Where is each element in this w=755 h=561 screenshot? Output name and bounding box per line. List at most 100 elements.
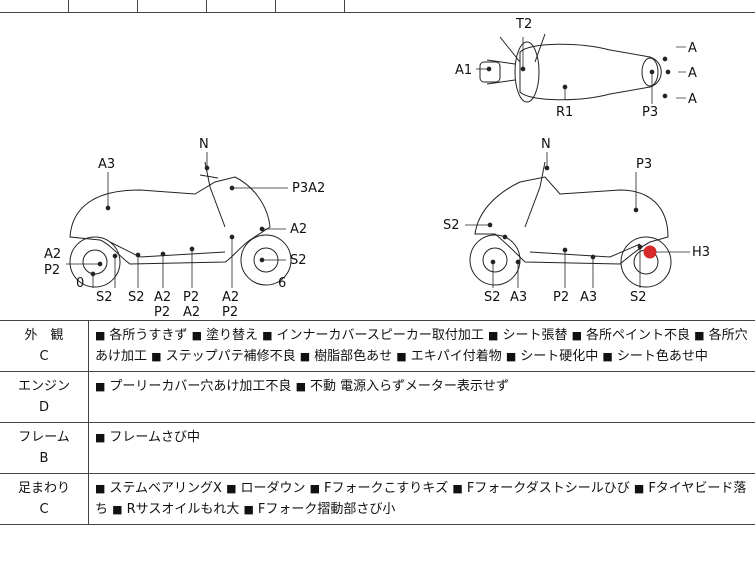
label-a-1: A bbox=[688, 41, 697, 56]
item-text: フレームさび中 bbox=[109, 430, 201, 445]
item-text: Fフォークダストシールひび bbox=[466, 481, 630, 496]
label-b-s2-2: S2 bbox=[128, 290, 145, 305]
item-entry: ■エキパイ付着物 bbox=[396, 349, 501, 364]
damage-diagram: T2 A1 R1 P3 A A A N A3 P3A2 A2 A2 P2 S2 … bbox=[0, 12, 755, 321]
section-name: 外 観 bbox=[24, 328, 64, 343]
item-entry: ■ 各所ペイント不良 bbox=[572, 328, 690, 343]
label-h3: H3 bbox=[692, 245, 710, 260]
bullet-icon: ■ bbox=[95, 431, 106, 444]
item-entry: ■塗り替え bbox=[192, 328, 258, 343]
label-r-p2: P2 bbox=[553, 290, 569, 305]
section-name: フレーム bbox=[18, 430, 70, 445]
section-items: ■ステムベアリングX ■ローダウン ■Fフォークこすりキズ ■Fフォークダストシ… bbox=[88, 473, 755, 525]
item-text: ステップパテ補修不良 bbox=[165, 349, 296, 364]
section-category: 足まわり C bbox=[0, 473, 89, 525]
label-r-a3-1: A3 bbox=[510, 290, 527, 305]
bullet-icon: ■ bbox=[505, 350, 517, 363]
section-items: ■フレームさび中 bbox=[88, 422, 755, 474]
label-b-p2-1: P2 bbox=[154, 305, 170, 320]
label-a-2: A bbox=[688, 66, 697, 81]
label-s2-left-r: S2 bbox=[290, 253, 307, 268]
bullet-icon: ■ bbox=[95, 380, 106, 393]
label-b-p2-2: P2 bbox=[183, 290, 199, 305]
section-items: ■プーリーカバー穴あけ加工不良 ■不動 電源入らずメーター表示せず bbox=[88, 371, 755, 423]
label-t2: T2 bbox=[515, 17, 532, 32]
item-entry: ■シート張替 bbox=[488, 328, 567, 343]
item-text: ステムベアリングX bbox=[109, 481, 222, 496]
label-s2-right-l: S2 bbox=[443, 218, 460, 233]
bullet-icon: ■ bbox=[602, 350, 613, 363]
label-p3-right: P3 bbox=[636, 157, 652, 172]
item-entry: ■Rサスオイルもれ大 bbox=[112, 502, 239, 517]
item-text: Fフォーク摺動部さび小 bbox=[257, 502, 396, 517]
section-grade: B bbox=[39, 451, 49, 466]
item-entry: ■Fタイヤビード落ち bbox=[95, 481, 746, 517]
item-text: 各所うすきず bbox=[109, 328, 188, 343]
section-grade: C bbox=[39, 502, 49, 517]
item-entry: ■各所うすきず bbox=[95, 328, 187, 343]
section-grade: D bbox=[38, 400, 49, 415]
top-table-strip bbox=[0, 0, 755, 13]
section-row: フレーム B ■フレームさび中 bbox=[0, 422, 755, 474]
bullet-icon: ■ bbox=[295, 380, 306, 393]
item-text: プーリーカバー穴あけ加工不良 bbox=[109, 379, 292, 394]
left-side-scooter bbox=[69, 161, 292, 288]
bullet-icon: ■ bbox=[243, 503, 254, 516]
label-a2-left: A2 bbox=[44, 247, 61, 262]
item-entry: ■Fフォークこすりキズ bbox=[310, 481, 449, 496]
label-b-a2-3: A2 bbox=[222, 290, 239, 305]
bullet-icon: ■ bbox=[694, 329, 705, 342]
label-a2-left-r: A2 bbox=[290, 222, 307, 237]
label-a3-left: A3 bbox=[98, 157, 115, 172]
item-text: 各所ペイント不良 bbox=[586, 328, 691, 343]
label-r-s2-1: S2 bbox=[484, 290, 501, 305]
bullet-icon: ■ bbox=[262, 329, 273, 342]
bullet-icon: ■ bbox=[571, 329, 582, 342]
item-entry: ■シート硬化中 bbox=[506, 349, 598, 364]
item-entry: ■ローダウン bbox=[226, 481, 305, 496]
item-entry: ■各所穴あけ加工 bbox=[95, 328, 748, 364]
item-entry: ■インナーカバースピーカー取付加工 bbox=[262, 328, 484, 343]
top-view-scooter bbox=[479, 33, 662, 103]
item-entry: ■プーリーカバー穴あけ加工不良 bbox=[95, 379, 291, 394]
label-a1: A1 bbox=[455, 63, 472, 78]
label-b-a2-2: A2 bbox=[183, 305, 200, 320]
section-items: ■各所うすきず ■塗り替え ■インナーカバースピーカー取付加工 ■シート張替 ■… bbox=[88, 321, 755, 372]
bullet-icon: ■ bbox=[488, 329, 499, 342]
bullet-icon: ■ bbox=[112, 503, 123, 516]
label-b-a2-1: A2 bbox=[154, 290, 171, 305]
bullet-icon: ■ bbox=[452, 482, 463, 495]
bullet-icon: ■ bbox=[95, 482, 106, 495]
item-entry: ■シート色あせ中 bbox=[602, 349, 707, 364]
item-text: ローダウン bbox=[240, 481, 306, 496]
h3-marker bbox=[643, 245, 657, 259]
section-name: 足まわり bbox=[17, 481, 70, 496]
bullet-icon: ■ bbox=[309, 482, 321, 495]
item-text: 樹脂部色あせ bbox=[314, 349, 393, 364]
bullet-icon: ■ bbox=[633, 482, 645, 495]
label-zero: 0 bbox=[76, 276, 84, 291]
bullet-icon: ■ bbox=[396, 350, 407, 363]
item-text: Fフォークこすりキズ bbox=[324, 481, 449, 496]
label-n-right: N bbox=[541, 137, 551, 152]
item-text: エキパイ付着物 bbox=[410, 349, 502, 364]
label-p3a2: P3A2 bbox=[292, 181, 325, 196]
label-six: 6 bbox=[278, 276, 286, 291]
item-entry: ■Fフォークダストシールひび bbox=[452, 481, 629, 496]
label-r-s2-2: S2 bbox=[630, 290, 647, 305]
item-text: Rサスオイルもれ大 bbox=[126, 502, 240, 517]
item-text: シート硬化中 bbox=[520, 349, 599, 364]
item-text: シート色あせ中 bbox=[616, 349, 708, 364]
item-text: シート張替 bbox=[502, 328, 568, 343]
item-text: 各所穴あけ加工 bbox=[95, 328, 748, 364]
motorcycle-drawings: T2 A1 R1 P3 A A A N A3 P3A2 A2 A2 P2 S2 … bbox=[44, 17, 710, 320]
item-text: 塗り替え bbox=[205, 328, 258, 343]
item-text: インナーカバースピーカー取付加工 bbox=[276, 328, 484, 343]
label-b-s2-1: S2 bbox=[96, 290, 113, 305]
label-a-3: A bbox=[688, 92, 697, 107]
label-r-a3-2: A3 bbox=[580, 290, 597, 305]
